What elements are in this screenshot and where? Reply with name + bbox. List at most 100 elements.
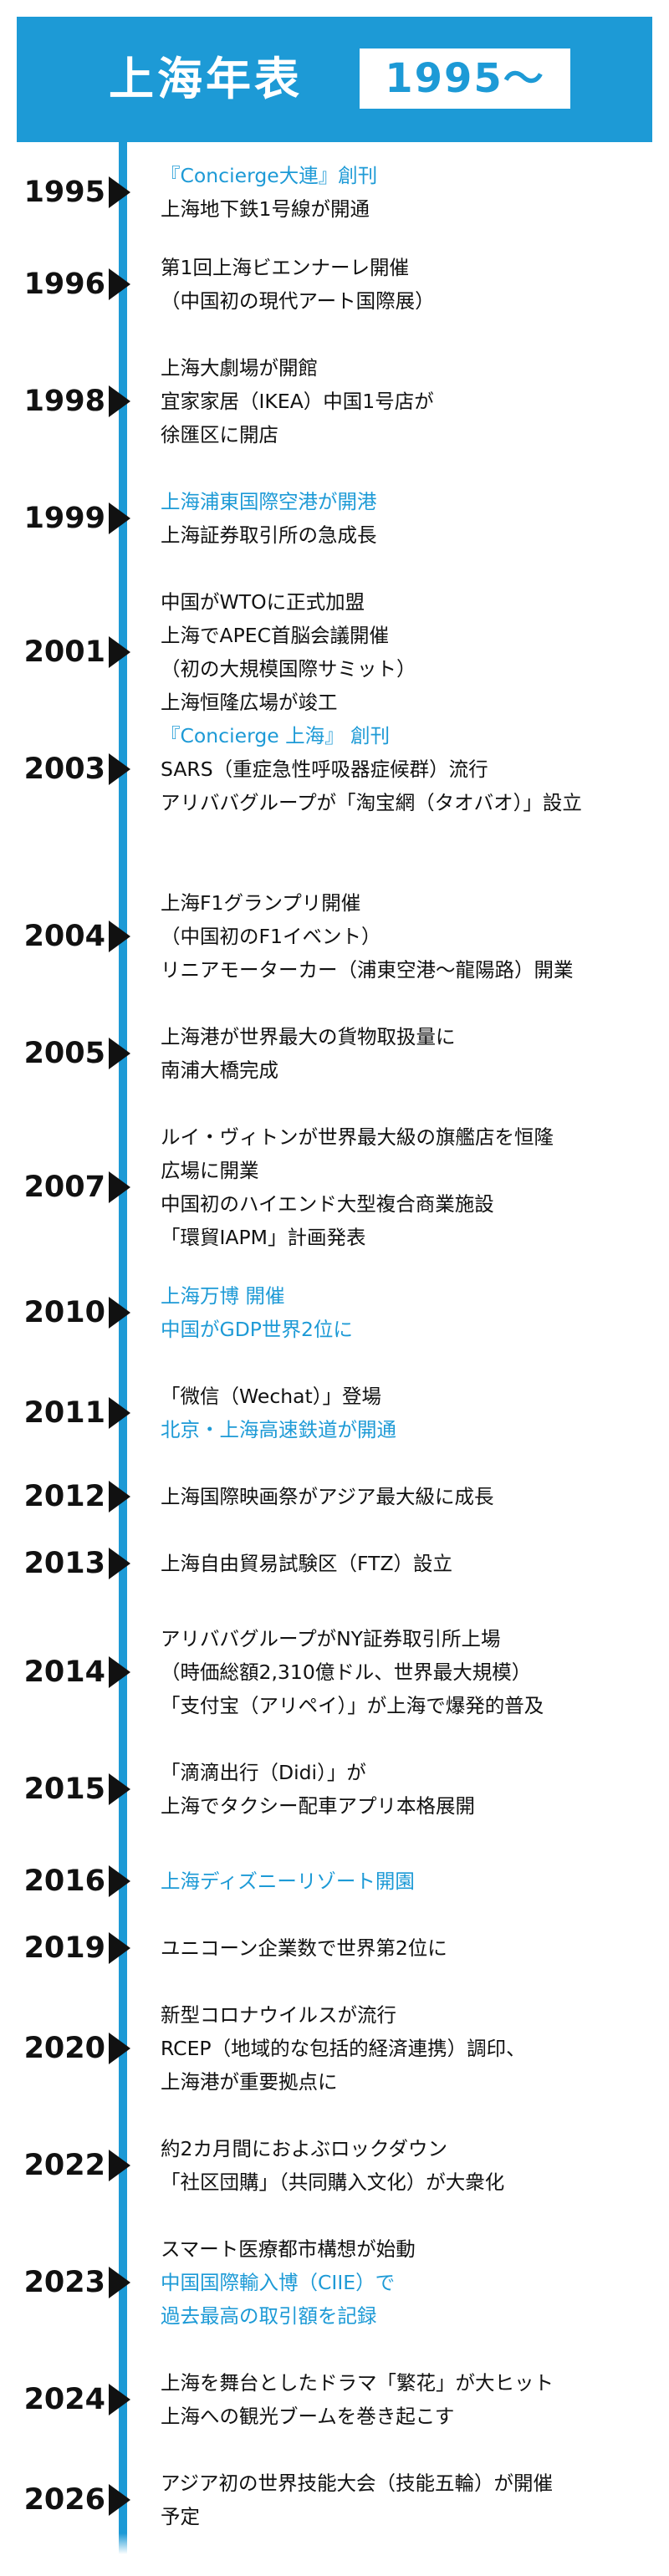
- entry-year: 1995: [23, 176, 105, 209]
- entry-year: 2007: [23, 1171, 105, 1204]
- entry-events: 上海ディズニーリゾート開園: [161, 1864, 654, 1898]
- entry-events: 上海を舞台としたドラマ「繁花」が大ヒット上海への観光ブームを巻き起こす: [161, 2366, 654, 2433]
- event-text: 上海でAPEC首脳会議開催: [161, 624, 390, 647]
- triangle-marker-icon: [109, 2384, 130, 2415]
- entry-events: ルイ・ヴィトンが世界最大級の旗艦店を恒隆広場に開業中国初のハイエンド大型複合商業…: [161, 1120, 654, 1254]
- event-text: 上海港が重要拠点に: [161, 2070, 338, 2094]
- header-banner: 上海年表 1995〜: [17, 17, 652, 142]
- event-text: SARS（重症急性呼吸器症候群）流行: [161, 757, 488, 781]
- event-text: 新型コロナウイルスが流行: [161, 2003, 396, 2027]
- entry-year: 2010: [23, 1296, 105, 1329]
- entry-year: 2015: [23, 1773, 105, 1806]
- event-text: 上海恒隆広場が竣工: [161, 691, 338, 714]
- entry-year: 2020: [23, 2032, 105, 2065]
- entry-year: 2005: [23, 1037, 105, 1070]
- event-text: （時価総額2,310億ドル、世界最大規模）: [161, 1660, 532, 1684]
- triangle-marker-icon: [109, 2484, 130, 2516]
- event-text: 「支付宝（アリペイ）」が上海で爆発的普及: [161, 1694, 544, 1717]
- event-text: 上海港が世界最大の貨物取扱量に: [161, 1025, 456, 1048]
- event-text-highlight: 上海ディズニーリゾート開園: [161, 1870, 415, 1893]
- triangle-marker-icon: [109, 2267, 130, 2298]
- entry-year: 2016: [23, 1864, 105, 1898]
- entry-year: 2014: [23, 1655, 105, 1689]
- event-text: アリババグループが「淘宝網（タオバオ）」設立: [161, 791, 582, 814]
- entry-year: 2003: [23, 752, 105, 786]
- event-text: アジア初の世界技能大会（技能五輪）が開催: [161, 2471, 554, 2495]
- entry-events: 上海F1グランプリ開催 （中国初のF1イベント） リニアモーターカー（浦東空港〜龍陽…: [161, 886, 654, 987]
- triangle-marker-icon: [109, 1038, 130, 1069]
- entry-events: アジア初の世界技能大会（技能五輪）が開催予定: [161, 2466, 654, 2533]
- entry-events: 上海大劇場が開館宜家家居（IKEA）中国1号店が徐匯区に開店: [161, 351, 654, 451]
- event-text: 上海自由貿易試験区（FTZ）設立: [161, 1552, 453, 1575]
- triangle-marker-icon: [109, 921, 130, 952]
- triangle-marker-icon: [109, 1865, 130, 1897]
- entry-year: 2013: [23, 1547, 105, 1580]
- event-text: 第1回上海ビエンナーレ開催: [161, 256, 409, 279]
- event-text-highlight: 『Concierge 上海』 創刊: [161, 724, 391, 747]
- entry-events: アリババグループがNY証券取引所上場 （時価総額2,310億ドル、世界最大規模） 「…: [161, 1622, 654, 1722]
- event-text-highlight: 上海万博 開催: [161, 1284, 285, 1308]
- event-text: ユニコーン企業数で世界第2位に: [161, 1936, 447, 1960]
- event-text: 「社区団購」（共同購入文化）が大衆化: [161, 2170, 505, 2194]
- event-text-highlight: 『Concierge大連』創刊: [161, 164, 378, 187]
- entry-year: 2001: [23, 635, 105, 669]
- entry-year: 2011: [23, 1396, 105, 1430]
- triangle-marker-icon: [109, 1932, 130, 1964]
- entry-year: 1998: [23, 385, 105, 418]
- event-text: 上海を舞台としたドラマ「繁花」が大ヒット: [161, 2371, 554, 2395]
- timeline-line-tail: [119, 2533, 127, 2554]
- triangle-marker-icon: [109, 176, 130, 208]
- entry-events: スマート医療都市構想が始動中国国際輸入博（CIIE）で過去最高の取引額を記録: [161, 2232, 654, 2333]
- event-text: 予定: [161, 2505, 200, 2528]
- event-text: スマート医療都市構想が始動: [161, 2237, 416, 2261]
- entry-year: 1996: [23, 268, 105, 301]
- event-text-highlight: 上海浦東国際空港が開港: [161, 490, 377, 513]
- event-text: 徐匯区に開店: [161, 423, 278, 446]
- triangle-marker-icon: [109, 1656, 130, 1688]
- entry-events: ユニコーン企業数で世界第2位に: [161, 1931, 654, 1965]
- triangle-marker-icon: [109, 268, 130, 300]
- event-text: アリババグループがNY証券取引所上場: [161, 1627, 501, 1650]
- event-text: 約2カ月間におよぶロックダウン: [161, 2137, 448, 2160]
- triangle-marker-icon: [109, 1773, 130, 1805]
- entry-events: 上海港が世界最大の貨物取扱量に南浦大橋完成: [161, 1020, 654, 1087]
- entry-events: 『Concierge大連』創刊上海地下鉄1号線が開通: [161, 159, 654, 226]
- triangle-marker-icon: [109, 1171, 130, 1203]
- event-text: （中国初のF1イベント）: [161, 925, 381, 948]
- entry-events: 上海国際映画祭がアジア最大級に成長: [161, 1480, 654, 1513]
- entry-year: 2019: [23, 1931, 105, 1965]
- triangle-marker-icon: [109, 753, 130, 785]
- entry-year: 2012: [23, 1480, 105, 1513]
- event-text: 上海F1グランプリ開催: [161, 891, 361, 915]
- entry-year: 1999: [23, 502, 105, 535]
- event-text: 上海への観光ブームを巻き起こす: [161, 2405, 455, 2428]
- event-text: 上海でタクシー配車アプリ本格展開: [161, 1794, 475, 1818]
- event-text-highlight: 北京・上海高速鉄道が開通: [161, 1418, 396, 1441]
- event-text: 「環貿IAPM」計画発表: [161, 1226, 366, 1249]
- triangle-marker-icon: [109, 636, 130, 668]
- event-text: 上海証券取引所の急成長: [161, 523, 377, 547]
- event-text: 「微信（Wechat）」登場: [161, 1385, 381, 1408]
- entry-events: 上海浦東国際空港が開港上海証券取引所の急成長: [161, 485, 654, 552]
- entry-events: 第1回上海ビエンナーレ開催（中国初の現代アート国際展）: [161, 251, 654, 318]
- triangle-marker-icon: [109, 1548, 130, 1579]
- timeline-line: [119, 142, 127, 2550]
- event-text: 中国がWTOに正式加盟: [161, 590, 365, 614]
- event-text: 上海地下鉄1号線が開通: [161, 197, 370, 221]
- triangle-marker-icon: [109, 2150, 130, 2181]
- entry-year: 2024: [23, 2383, 105, 2416]
- triangle-marker-icon: [109, 1297, 130, 1329]
- entry-events: 「微信（Wechat）」登場北京・上海高速鉄道が開通: [161, 1380, 654, 1446]
- triangle-marker-icon: [109, 1481, 130, 1512]
- event-text: 上海大劇場が開館: [161, 356, 318, 380]
- event-text: リニアモーターカー（浦東空港〜龍陽路）開業: [161, 958, 574, 982]
- entry-year: 2023: [23, 2266, 105, 2299]
- event-text: 南浦大橋完成: [161, 1058, 278, 1082]
- triangle-marker-icon: [109, 385, 130, 417]
- entry-events: 上海万博 開催中国がGDP世界2位に: [161, 1279, 654, 1346]
- entry-events: 上海自由貿易試験区（FTZ）設立: [161, 1547, 654, 1580]
- event-text: RCEP（地域的な包括的経済連携）調印、: [161, 2037, 526, 2060]
- entry-year: 2004: [23, 920, 105, 953]
- event-text-highlight: 過去最高の取引額を記録: [161, 2304, 377, 2328]
- event-text: 宜家家居（IKEA）中国1号店が: [161, 390, 434, 413]
